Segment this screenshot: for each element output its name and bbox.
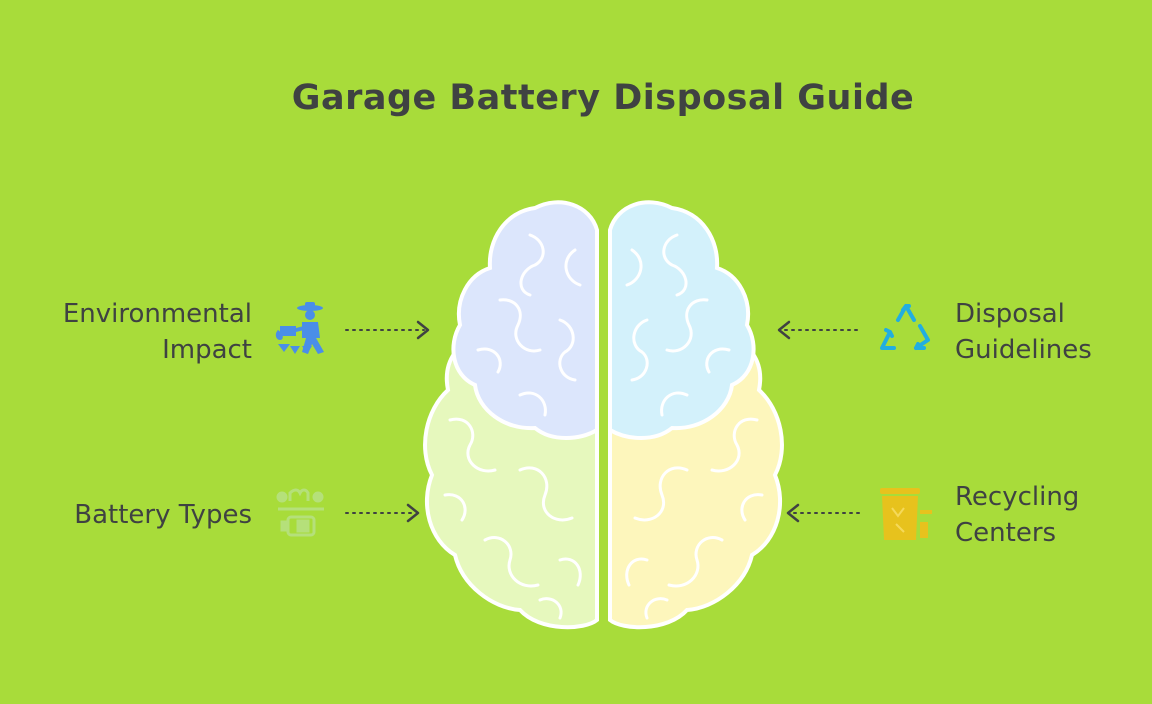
arrow-disposal-guidelines [777,320,862,340]
arrow-battery-types [345,503,420,523]
arrow-recycling-centers [786,503,861,523]
battery-icon [276,488,324,537]
label-environmental-impact: Environmental Impact [62,299,252,365]
recycle-icon [880,304,930,350]
arrow-environmental-impact [345,320,430,340]
label-recycling-centers: Recycling Centers [955,482,1080,548]
label-battery-types: Battery Types [74,500,252,530]
recycling-bin-icon [880,488,932,540]
brain-lobe-top-right [608,200,756,440]
diagram-title: Garage Battery Disposal Guide [291,78,915,118]
label-disposal-guidelines: Disposal Guidelines [955,299,1092,365]
brain-lobe-top-left [451,200,599,440]
farmer-watering-icon [275,302,324,354]
